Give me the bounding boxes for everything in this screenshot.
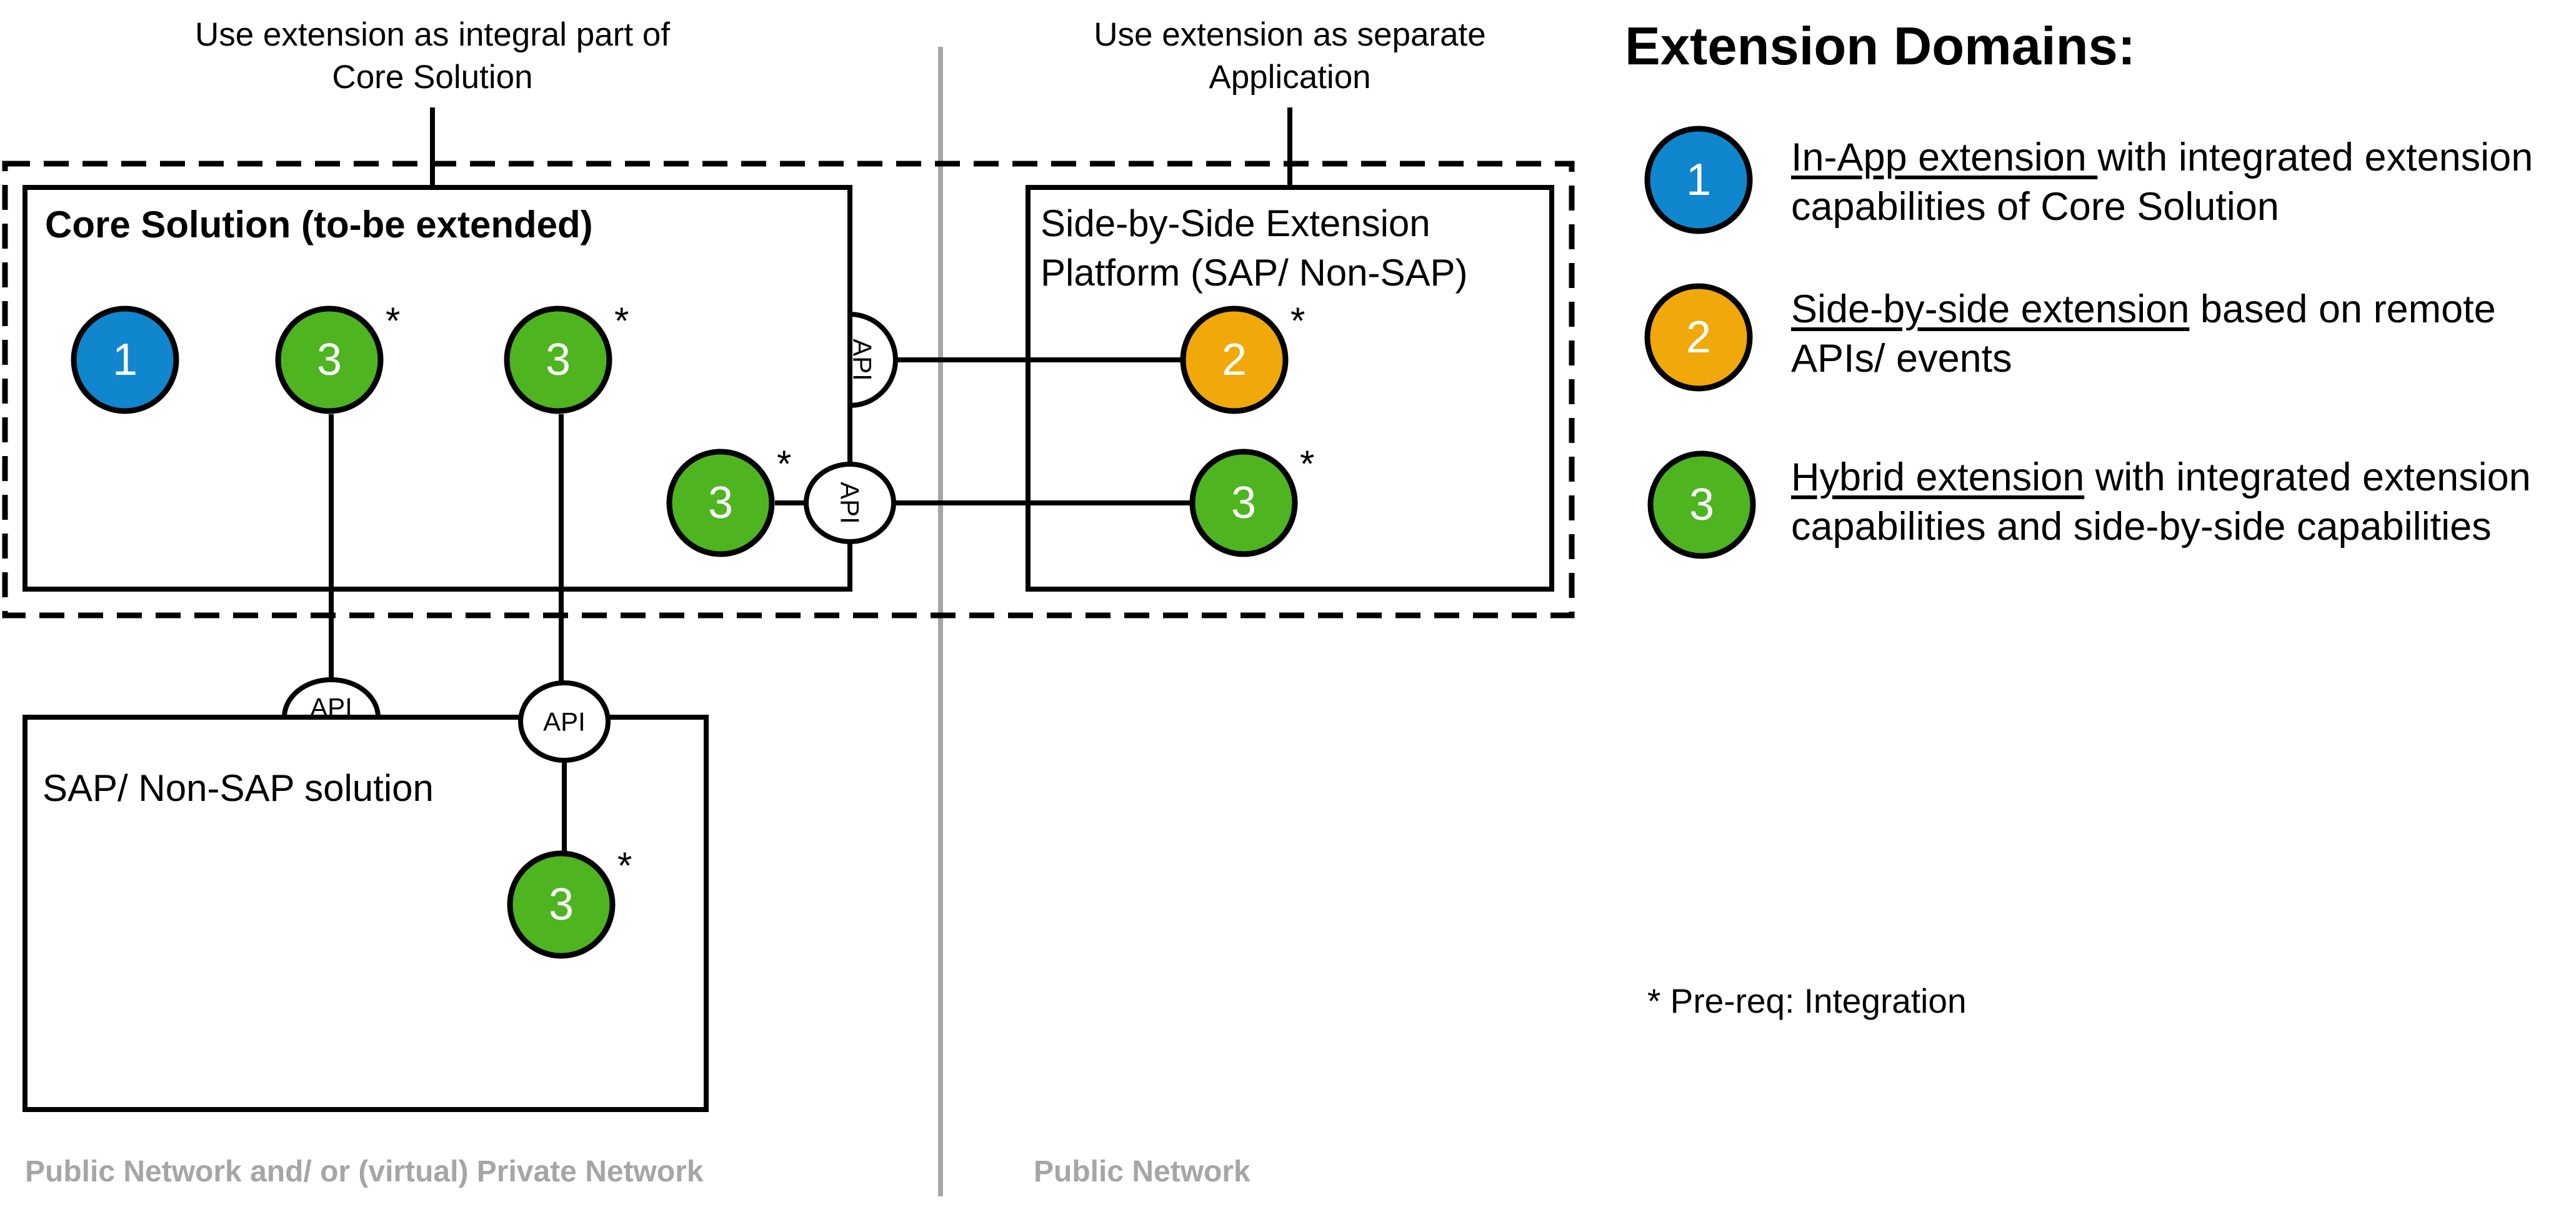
node-core-hybrid-c: 3* bbox=[666, 443, 791, 557]
legend-item-1-term: In-App extension bbox=[1791, 136, 2098, 179]
legend-marker-3: 3 bbox=[1647, 450, 1756, 559]
legend-marker-3-number: 3 bbox=[1689, 480, 1714, 530]
legend-marker-1-circle bbox=[1644, 126, 1753, 234]
legend-item-2: Side-by-side extension based on remote A… bbox=[1791, 285, 2554, 384]
api-connector-external-top-left: API bbox=[281, 677, 381, 722]
node-side-remote-number: 2 bbox=[1222, 335, 1247, 385]
caption-integral: Use extension as integral part of Core S… bbox=[194, 16, 671, 96]
node-external-hybrid-circle bbox=[507, 850, 616, 959]
node-core-hybrid-a: 3* bbox=[275, 300, 400, 414]
legend-item-1: In-App extension with integrated extensi… bbox=[1791, 133, 2554, 232]
svg-text:API: API bbox=[848, 339, 877, 381]
core-solution-title: Core Solution (to-be extended) bbox=[45, 204, 593, 246]
side-by-side-platform-title: Side-by-Side Extension Platform (SAP/ No… bbox=[1041, 202, 1468, 294]
node-side-hybrid-circle bbox=[1189, 449, 1298, 557]
dashed-boundary bbox=[2, 161, 1575, 618]
node-core-hybrid-c-prereq-asterisk: * bbox=[777, 443, 791, 485]
legend-item-3-term: Hybrid extension bbox=[1791, 455, 2085, 499]
legend-item-1-description: with integrated extension capabilities o… bbox=[1791, 136, 2534, 229]
api-connector-external-top-right: API bbox=[518, 680, 611, 763]
legend-marker-1: 1 bbox=[1644, 126, 1753, 234]
legend-marker-2-circle bbox=[1644, 283, 1753, 392]
node-side-remote-prereq-asterisk: * bbox=[1290, 300, 1305, 342]
legend-marker-1-number: 1 bbox=[1686, 155, 1711, 205]
node-core-hybrid-b-prereq-asterisk: * bbox=[614, 300, 629, 342]
legend-marker-2: 2 bbox=[1644, 283, 1753, 392]
legend-markers: 1 2 3 bbox=[1644, 126, 1756, 559]
node-core-hybrid-b-circle bbox=[504, 305, 612, 414]
node-core-hybrid-b-number: 3 bbox=[546, 335, 571, 385]
node-side-hybrid-number: 3 bbox=[1231, 478, 1256, 528]
node-core-in-app-circle bbox=[71, 305, 179, 414]
node-core-hybrid-a-prereq-asterisk: * bbox=[386, 300, 400, 342]
legend-item-2-description: based on remote APIs/ events bbox=[1791, 287, 2496, 380]
legend-marker-3-circle bbox=[1647, 450, 1756, 559]
node-core-hybrid-a-number: 3 bbox=[317, 335, 342, 385]
node-side-remote-circle bbox=[1180, 305, 1289, 414]
svg-text:API: API bbox=[543, 707, 586, 737]
legend-item-3-description: with integrated extension capabilities a… bbox=[1791, 455, 2531, 549]
legend-item-3: Hybrid extension with integrated extensi… bbox=[1791, 453, 2566, 552]
node-core-hybrid-c-number: 3 bbox=[708, 478, 733, 528]
caption-separate: Use extension as separate Application bbox=[1094, 16, 1486, 96]
node-core-hybrid-a-circle bbox=[275, 305, 384, 414]
node-core-in-app-number: 1 bbox=[112, 335, 137, 385]
node-external-hybrid-prereq-asterisk: * bbox=[617, 845, 632, 887]
svg-text:API: API bbox=[310, 693, 352, 722]
node-core-hybrid-b: 3* bbox=[504, 300, 629, 414]
node-side-hybrid: 3* bbox=[1189, 443, 1314, 557]
node-core-hybrid-c-circle bbox=[666, 449, 775, 557]
api-connector-core-right-top: API bbox=[847, 311, 898, 409]
svg-text:API: API bbox=[836, 482, 865, 524]
region-label-private: Public Network and/ or (virtual) Private… bbox=[25, 1155, 704, 1188]
node-external-hybrid: 3* bbox=[507, 845, 632, 959]
external-solution-title: SAP/ Non-SAP solution bbox=[42, 767, 434, 809]
legend-item-2-term: Side-by-side extension bbox=[1791, 287, 2190, 331]
api-connector-core-right-bottom: API bbox=[804, 462, 896, 544]
footnote: * Pre-req: Integration bbox=[1647, 981, 1967, 1020]
side-by-side-platform-box bbox=[1026, 185, 1554, 592]
legend-title: Extension Domains: bbox=[1625, 17, 2136, 76]
region-label-public: Public Network bbox=[1034, 1155, 1251, 1188]
legend-marker-2-number: 2 bbox=[1686, 312, 1711, 362]
node-side-hybrid-prereq-asterisk: * bbox=[1300, 443, 1314, 485]
node-external-hybrid-number: 3 bbox=[549, 880, 574, 930]
node-side-remote: 2* bbox=[1180, 300, 1305, 414]
node-core-in-app: 1 bbox=[71, 305, 179, 414]
